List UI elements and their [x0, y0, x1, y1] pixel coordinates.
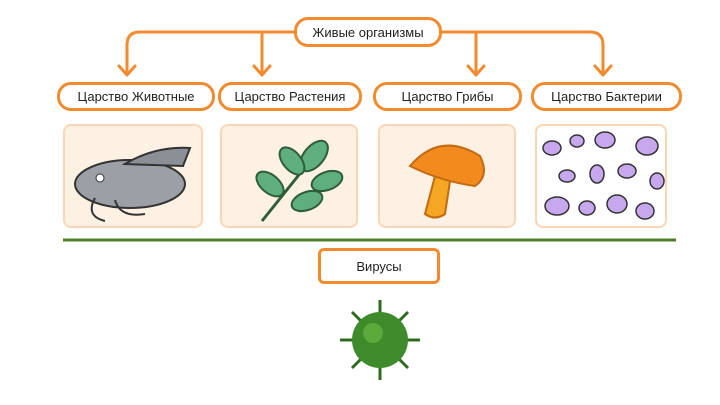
catfish-image: [63, 124, 203, 228]
virus-image: [340, 300, 420, 380]
mushroom-image: [378, 124, 516, 228]
viruses-node: Вирусы: [318, 248, 440, 284]
kingdom-bacteria: Царство Бактерии: [531, 82, 682, 111]
leaf-image: [220, 124, 358, 228]
root-node: Живые организмы: [294, 17, 442, 47]
kingdom-fungi: Царство Грибы: [373, 82, 522, 111]
kingdom-animals: Царство Животные: [57, 82, 215, 111]
kingdom-plants: Царство Растения: [218, 82, 362, 111]
bacteria-image: [535, 124, 667, 228]
